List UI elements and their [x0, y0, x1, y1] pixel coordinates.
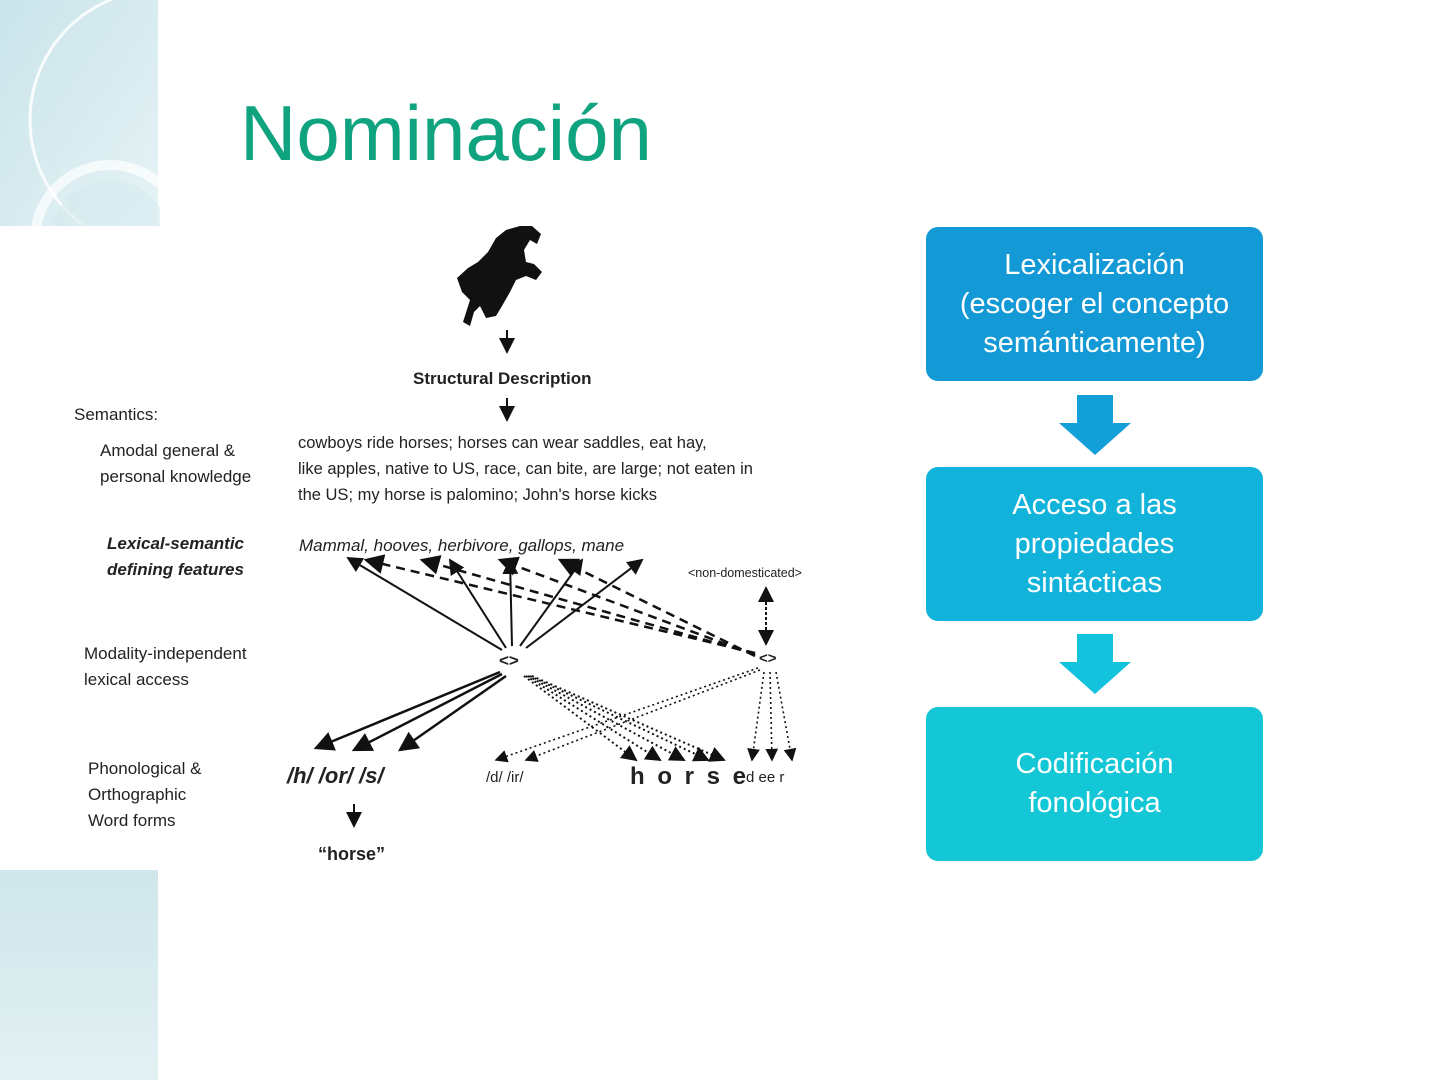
knowledge-line2: like apples, native to US, race, can bit… [298, 460, 753, 478]
non-domesticated-feature: <non-domesticated> [688, 566, 802, 580]
lexsem-label-line1: Lexical-semantic [107, 534, 245, 553]
deer-letter-forms: d ee r [746, 769, 784, 786]
flow-step-phonological-encoding: Codificación fonológica [926, 707, 1263, 861]
flow-step-lexicalization: Lexicalización (escoger el concepto semá… [926, 227, 1263, 381]
phoneme-forms: /h/ /or/ /s/ [286, 763, 386, 788]
phon-label-line1: Phonological & [88, 759, 202, 778]
semantics-label: Semantics: [74, 405, 158, 424]
knowledge-line3: the US; my horse is palomino; John's hor… [298, 486, 657, 504]
naming-model-diagram: Structural Description Semantics: Amodal… [74, 226, 802, 864]
modality-label-line2: lexical access [84, 670, 189, 689]
letter-forms: h o r s e [630, 763, 749, 790]
lexical-node-horse: <> [499, 651, 519, 670]
slide-title: Nominación [240, 89, 652, 177]
modality-label-line1: Modality-independent [84, 644, 247, 663]
flow-arrow-down-icon [1059, 634, 1131, 694]
corner-decoration [0, 0, 160, 226]
horse-icon [457, 226, 542, 326]
amodal-label-line1: Amodal general & [100, 441, 236, 460]
phon-label-line3: Word forms [88, 811, 176, 830]
semantic-features: Mammal, hooves, herbivore, gallops, mane [299, 536, 624, 555]
knowledge-line1: cowboys ride horses; horses can wear sad… [298, 434, 707, 452]
spoken-word: “horse” [318, 844, 385, 864]
side-bar-decoration [0, 870, 158, 1080]
structural-description-label: Structural Description [413, 369, 592, 388]
lexsem-label-line2: defining features [107, 560, 244, 579]
amodal-label-line2: personal knowledge [100, 467, 251, 486]
flow-arrow-down-icon [1059, 395, 1131, 455]
deer-phoneme-forms: /d/ /ir/ [486, 769, 524, 786]
flow-step-syntactic-access: Acceso a las propiedades sintácticas [926, 467, 1263, 621]
phon-label-line2: Orthographic [88, 785, 187, 804]
lexical-node-deer: <> [759, 650, 777, 667]
